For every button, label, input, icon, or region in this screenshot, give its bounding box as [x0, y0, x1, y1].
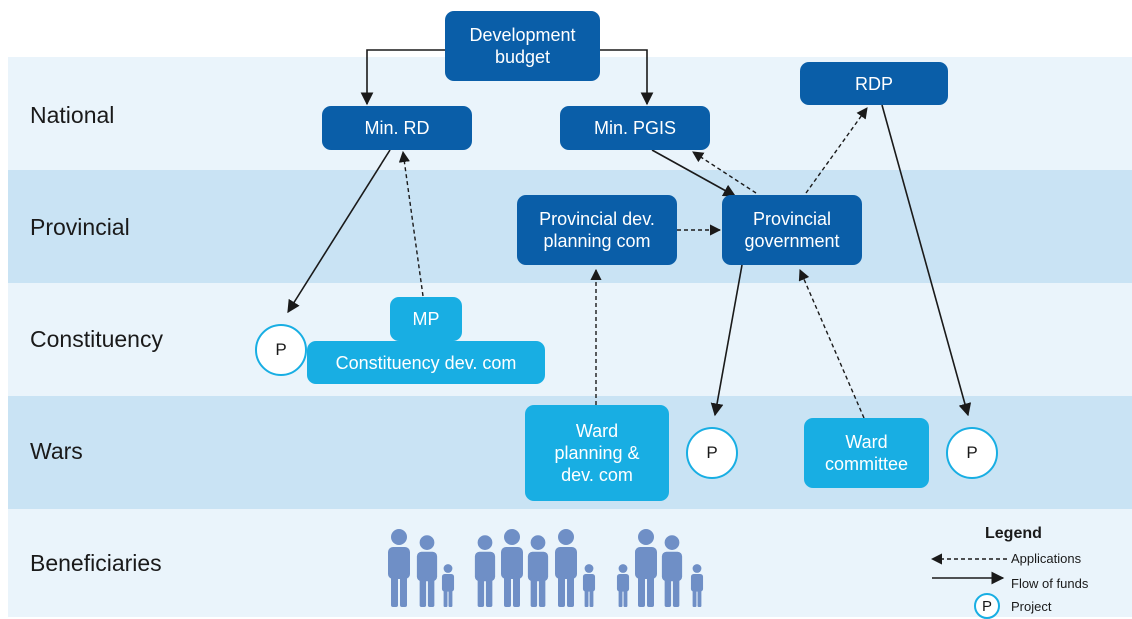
node-mp: MP	[390, 297, 462, 341]
app-provgov-to-rdp	[805, 107, 868, 194]
project-marker-constituency: P	[255, 324, 307, 376]
person-icon	[441, 564, 455, 607]
person-icon	[635, 529, 657, 607]
project-marker-ward-rdp: P	[946, 427, 998, 479]
level-label-beneficiaries: Beneficiaries	[30, 550, 162, 576]
legend-title: Legend	[985, 525, 1042, 542]
app-provgov-to-minpgis	[692, 151, 757, 194]
person-icon	[661, 535, 683, 607]
funds-minrd-to-project	[287, 149, 391, 314]
node-rdp: RDP	[800, 62, 948, 105]
legend-funds-label: Flow of funds	[1011, 576, 1089, 591]
node-ward-committee: Ward committee	[804, 418, 929, 488]
funds-budget-to-minpgis	[600, 49, 654, 106]
person-icon	[527, 535, 549, 607]
funds-rdp-to-project	[881, 104, 972, 417]
node-min-pgis: Min. PGIS	[560, 106, 710, 150]
person-icon	[474, 535, 496, 607]
node-provincial-government: Provincial government	[722, 195, 862, 265]
person-icon	[388, 529, 410, 607]
person-icon	[616, 564, 630, 607]
node-min-rd: Min. RD	[322, 106, 472, 150]
node-ward-planning-dev-com: Ward planning & dev. com	[525, 405, 669, 501]
person-icon	[416, 535, 438, 607]
level-label-ward: Wars	[30, 438, 83, 464]
legend-project-label: Project	[1011, 599, 1052, 614]
node-development-budget: Development budget	[445, 11, 600, 81]
node-provincial-dev-planning-com: Provincial dev. planning com	[517, 195, 677, 265]
level-label-provincial: Provincial	[30, 214, 130, 240]
person-icon	[555, 529, 577, 607]
project-marker-ward-provincial: P	[686, 427, 738, 479]
level-label-constituency: Constituency	[30, 326, 163, 352]
app-mp-to-minrd	[398, 150, 424, 297]
level-label-national: National	[30, 102, 115, 128]
legend-applications-label: Applications	[1011, 551, 1082, 566]
funds-provgov-to-project	[710, 264, 743, 417]
person-icon	[582, 564, 596, 607]
funds-minpgis-to-provgov	[651, 149, 737, 197]
band-constituency	[8, 283, 1132, 396]
node-constituency-dev-com: Constituency dev. com	[307, 341, 545, 384]
legend-project-icon: P	[974, 593, 1000, 619]
person-icon	[501, 529, 523, 607]
funds-budget-to-minrd	[360, 49, 445, 106]
app-wardcom-to-provgov	[798, 268, 865, 419]
person-icon	[690, 564, 704, 607]
